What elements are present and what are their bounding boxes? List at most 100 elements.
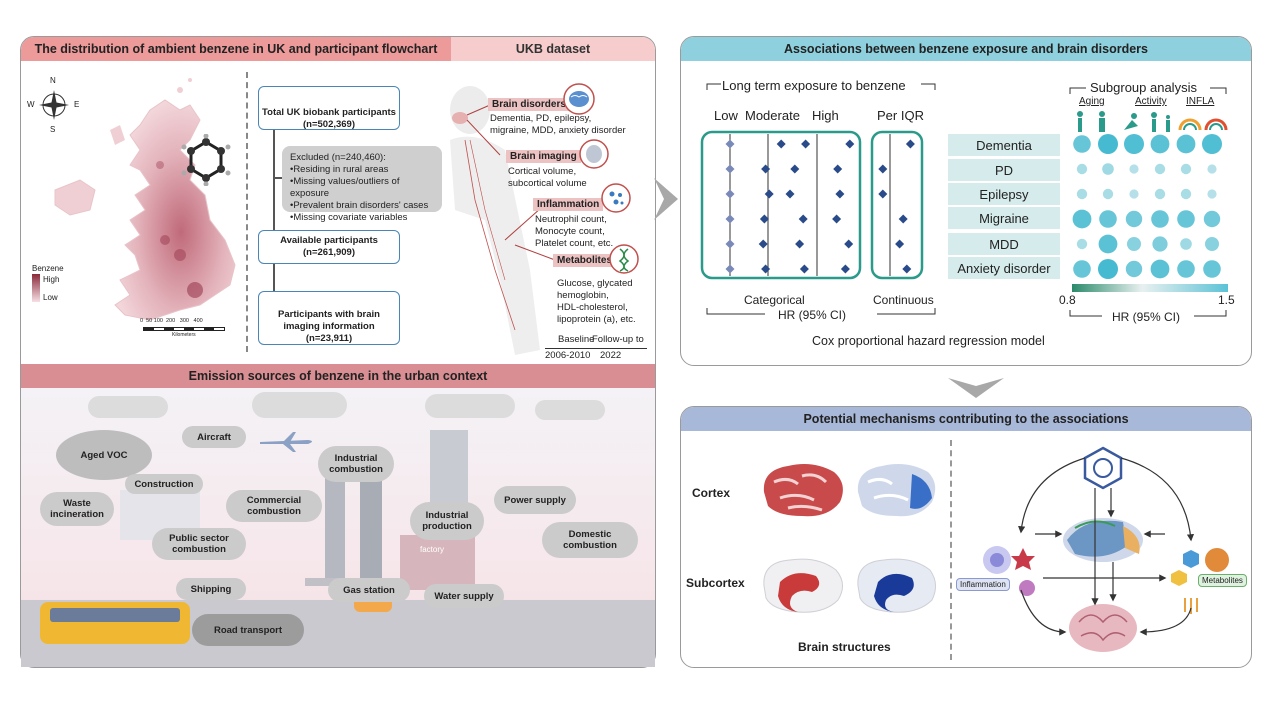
right-top-title: Associations between benzene exposure an…	[784, 42, 1148, 56]
left-bottom-title: Emission sources of benzene in the urban…	[188, 369, 488, 383]
scale-unit: Kilometers	[172, 332, 196, 338]
hr2-bracket	[1069, 310, 1227, 317]
cloud	[88, 396, 168, 418]
source-aircraft: Aircraft	[182, 426, 246, 448]
disease-row: Anxiety disorder	[948, 257, 1060, 279]
excluded-item: •Missing values/outliers of exposure	[290, 176, 400, 199]
subgroup-bubble	[1203, 210, 1221, 228]
forest-diamond	[764, 189, 774, 199]
subgroup-bubble	[1098, 134, 1118, 154]
subgroup-bubble	[1125, 260, 1143, 278]
subgroup-bubble	[1073, 260, 1091, 278]
disease-row: PD	[948, 159, 1060, 181]
forest-diamond	[832, 214, 842, 224]
mechanism-diagram	[983, 446, 1229, 652]
cat-moderate: Moderate	[745, 108, 800, 123]
subgroup-bubble	[1177, 210, 1195, 228]
forest-diamond	[761, 264, 771, 274]
flow-line-1	[273, 130, 275, 230]
compass-w: W	[27, 100, 35, 109]
flow-available-n: (n=261,909)	[302, 247, 356, 258]
flow-divider	[246, 72, 248, 352]
cortex-brain-medial-icon	[857, 464, 936, 517]
subgroup-bubble	[1203, 260, 1221, 278]
flow-imaging-label: Participants with brain	[278, 309, 380, 320]
scale-bar	[143, 327, 225, 331]
subgroup-bubble	[1125, 210, 1143, 228]
subgroup-bubble	[1151, 210, 1169, 228]
forest-diamond	[785, 189, 795, 199]
forest-diamond	[878, 164, 888, 174]
compass-e: E	[74, 100, 80, 109]
aircraft-icon	[260, 432, 312, 452]
legend-high: High	[43, 275, 60, 284]
arrow-down-icon	[948, 378, 1004, 398]
sub-aging: Aging	[1079, 96, 1105, 107]
brain-disorders-label: Brain disorders	[488, 98, 570, 111]
right-top-header: Associations between benzene exposure an…	[681, 37, 1251, 61]
subgroup-bubble-grid	[1072, 134, 1222, 279]
subgroup-bubble	[1098, 234, 1118, 254]
subgroup-bubble	[1073, 135, 1091, 153]
factory-building	[400, 535, 475, 590]
sub-infla: INFLA	[1186, 96, 1215, 107]
subgroup-bubble	[1205, 237, 1219, 251]
subgroup-bubble	[1076, 238, 1088, 250]
hr-color-scale	[1072, 284, 1228, 292]
source-construction: Construction	[125, 474, 203, 494]
legend-title: Benzene	[32, 264, 64, 273]
subgroup-bubble	[1154, 188, 1166, 200]
source-industrial-combustion: Industrial combustion	[318, 446, 394, 482]
subgroup-label: Subgroup analysis	[1090, 80, 1197, 95]
sub-activity: Activity	[1135, 96, 1167, 107]
flow-imaging-n: (n=23,911)	[305, 333, 353, 344]
forest-diamond	[845, 139, 855, 149]
brain-disorders-text: Dementia, PD, epilepsy, migraine, MDD, a…	[490, 113, 626, 136]
continuous-label: Continuous	[873, 293, 934, 307]
ukb-header: UKB dataset	[451, 37, 655, 61]
left-top-header: The distribution of ambient benzene in U…	[21, 37, 451, 61]
disease-row: MDD	[948, 233, 1060, 255]
subgroup-icons	[1077, 111, 1228, 132]
source-public-sector-combustion: Public sector combustion	[152, 528, 246, 560]
source-waste-incineration: Waste incineration	[40, 492, 114, 526]
cortex-brain-lateral-icon	[763, 464, 843, 517]
forest-plot	[700, 130, 924, 280]
metabolites-label: Metabolites	[553, 254, 617, 267]
subcortex-brain-left-icon	[763, 558, 843, 613]
compass-icon	[39, 90, 69, 120]
source-water-supply: Water supply	[424, 584, 504, 608]
subgroup-bubble	[1076, 163, 1088, 175]
right-bottom-title: Potential mechanisms contributing to the…	[803, 412, 1129, 426]
arrow-right-icon	[654, 178, 678, 220]
factory-label: factory	[420, 545, 445, 554]
excluded-title: Excluded (n=240,460):	[290, 152, 386, 163]
building	[360, 460, 382, 590]
flow-available-box: Available participants (n=261,909)	[258, 230, 400, 264]
flow-available-label: Available participants	[280, 235, 378, 246]
years-base: 2006-2010	[545, 350, 591, 361]
subgroup-bubble	[1102, 188, 1114, 200]
flow-imaging-box: Participants with brain imaging informat…	[258, 291, 400, 345]
ukb-title: UKB dataset	[515, 42, 591, 56]
subgroup-bubble	[1152, 236, 1168, 252]
legend-gradient	[32, 274, 40, 302]
forest-diamond	[902, 264, 912, 274]
source-aged-voc: Aged VOC	[56, 430, 152, 480]
hr-bracket	[706, 308, 936, 315]
inflammation-text: Neutrophil count, Monocyte count, Platel…	[535, 214, 614, 249]
forest-diamond	[776, 139, 786, 149]
scale-labels: 0 50 100 200 300 400	[140, 318, 203, 324]
left-top-title: The distribution of ambient benzene in U…	[34, 42, 438, 56]
metabolites-text: Glucose, glycated hemoglobin, HDL-choles…	[557, 278, 636, 325]
bus-windows	[50, 608, 180, 622]
dna-icon	[609, 244, 639, 274]
forest-diamond	[833, 164, 843, 174]
left-bottom-header: Emission sources of benzene in the urban…	[21, 364, 655, 388]
cloud	[252, 392, 347, 418]
subgroup-bubble	[1177, 260, 1195, 278]
years-follow: 2022	[600, 350, 622, 361]
forest-diamond	[725, 164, 735, 174]
cortex-label: Cortex	[692, 486, 731, 500]
cat-high: High	[812, 108, 839, 123]
